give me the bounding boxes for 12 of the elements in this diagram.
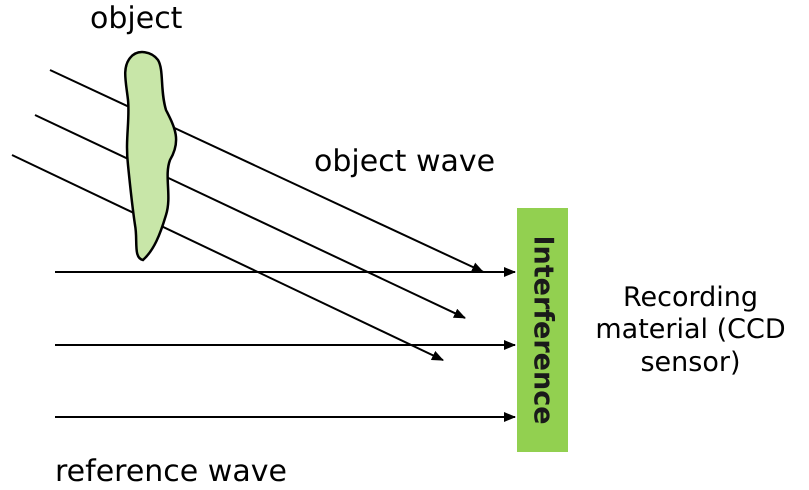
arrow [55, 340, 516, 350]
sensor-caption: Recording material (CCD sensor) [594, 282, 787, 380]
arrow [12, 154, 444, 362]
sensor-bar [517, 208, 568, 452]
object-label: object [90, 2, 182, 35]
arrow [55, 412, 516, 422]
wave-label: object wave [314, 145, 496, 178]
arrow [34, 114, 466, 319]
sensor-label: Interference [527, 235, 558, 425]
wave-label: reference wave [55, 455, 287, 488]
arrow [55, 267, 516, 277]
arrow [50, 69, 484, 273]
